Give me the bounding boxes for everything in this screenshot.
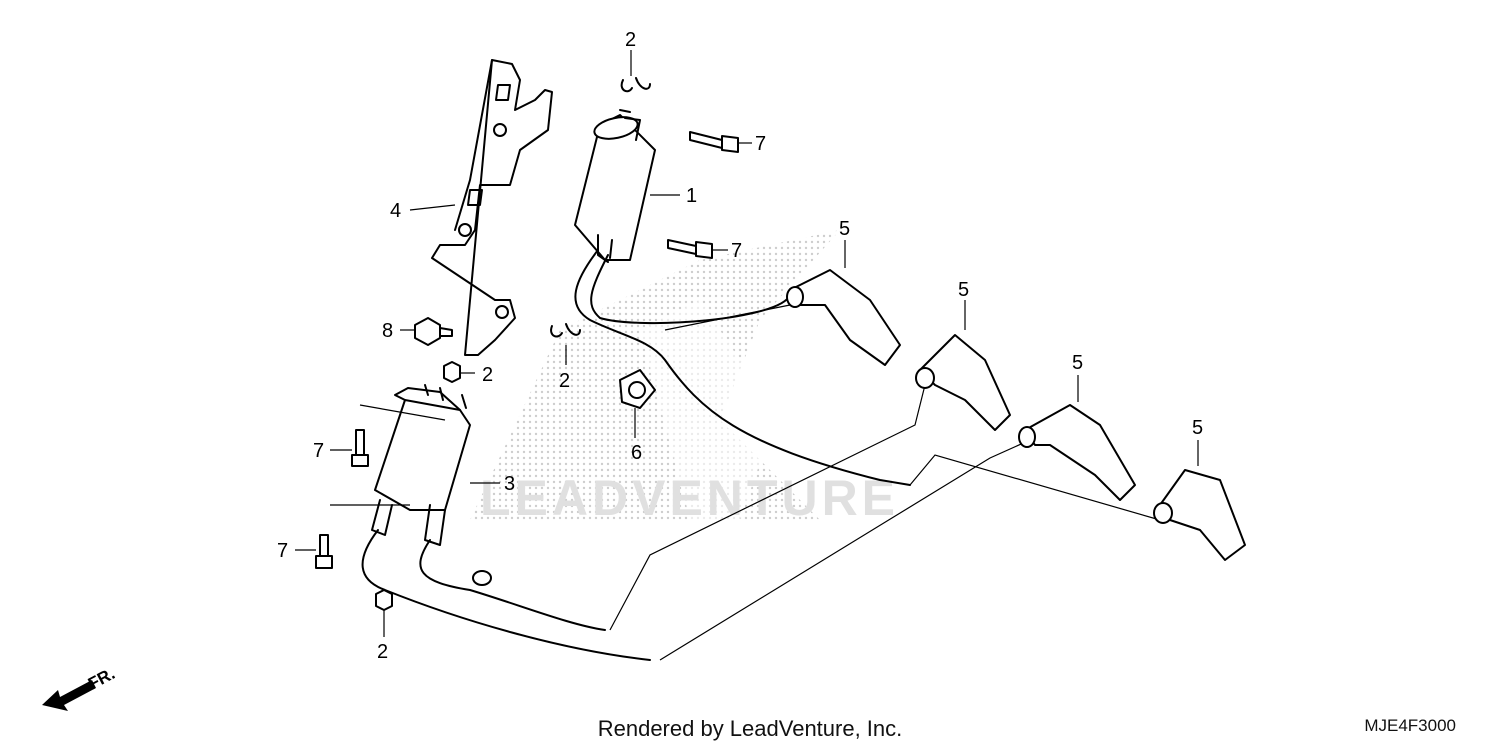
callout-5-cap-3: 5 (1072, 352, 1083, 374)
spark-plug-cap-2 (915, 334, 1011, 431)
callout-3: 3 (504, 473, 515, 495)
footer-credit: Rendered by LeadVenture, Inc. (597, 716, 903, 741)
diagram-code: MJE4F3000 (1364, 716, 1456, 735)
lower-ignition-coil (371, 384, 471, 546)
nut-mid (443, 361, 461, 383)
bolt-upper-1 (689, 131, 739, 153)
callout-1: 1 (686, 185, 697, 207)
spark-plug-cap-1 (786, 269, 901, 366)
callout-5-cap-4: 5 (1192, 417, 1203, 439)
callout-leaders (295, 50, 1199, 637)
nut-lower (375, 589, 393, 611)
bolt-lower-1 (351, 429, 369, 467)
lead-clamp (619, 369, 656, 409)
clip-top (620, 77, 651, 93)
callout-2-bottom: 2 (377, 641, 388, 663)
bolt-lower-2 (315, 534, 333, 569)
bolt-bracket (414, 317, 453, 346)
bolt-upper-2 (667, 239, 713, 259)
callout-4: 4 (390, 200, 401, 222)
coil-bracket (431, 59, 553, 356)
callout-5-cap-1: 5 (839, 218, 850, 240)
spark-plug-cap-3 (1018, 404, 1136, 501)
watermark-text: LEADVENTURE (480, 470, 899, 526)
watermark-logo (470, 230, 840, 520)
callout-5-cap-2: 5 (958, 279, 969, 301)
callout-7-lower-2: 7 (277, 540, 288, 562)
callout-7-lower-1: 7 (313, 440, 324, 462)
callout-7-upper-1: 7 (755, 133, 766, 155)
callout-2-mid-right: 2 (482, 364, 493, 386)
spark-plug-cap-4 (1153, 469, 1246, 561)
clip-mid (550, 323, 581, 338)
front-direction-arrow-icon: FR. (42, 664, 118, 711)
callout-6: 6 (631, 442, 642, 464)
callout-2-mid: 2 (559, 370, 570, 392)
callout-8: 8 (382, 320, 393, 342)
high-tension-leads (361, 249, 1161, 661)
upper-ignition-coil (574, 109, 656, 263)
callout-7-upper-2: 7 (731, 240, 742, 262)
callout-2-top: 2 (625, 29, 636, 51)
